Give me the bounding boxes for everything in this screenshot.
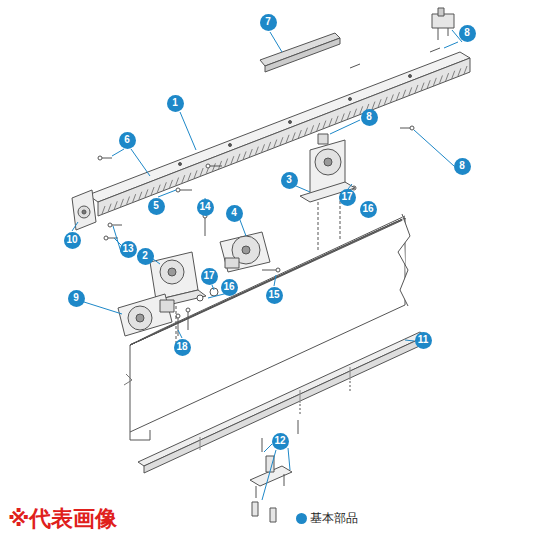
callout-text: 4 [231,208,237,218]
callout-text: 1 [172,98,178,108]
roller-hanger [118,294,174,336]
bottom-guide-rail [138,332,426,473]
callout-text: 5 [153,201,159,211]
legend-swatch [296,513,307,524]
callout-text: 11 [418,335,429,345]
callout-text: 10 [66,235,77,245]
callout-text: 17 [203,271,214,281]
callout-text: 2 [142,251,148,261]
callout-number: 15 [266,287,283,304]
callout-number: 7 [260,14,277,31]
callout-number: 14 [197,199,214,216]
leader-lines [72,30,462,500]
callout-text: 3 [286,175,292,185]
callout-number: 17 [201,268,218,285]
callout-number: 3 [281,172,298,189]
callout-number: 17 [339,189,356,206]
callout-text: 15 [268,290,279,300]
top-rail [88,52,470,216]
callout-text: 7 [265,17,271,27]
callout-text: 17 [341,192,352,202]
legend-text: 基本部品 [310,510,358,527]
callout-text: 8 [464,28,470,38]
floor-guide [250,420,298,522]
callout-text: 14 [199,202,210,212]
callout-text: 16 [362,204,373,214]
end-bracket [72,190,96,230]
legend-entry: 基本部品 [296,510,358,527]
callout-text: 16 [223,282,234,292]
callout-number: 8 [454,158,471,175]
rail-insert [260,33,340,66]
callout-number: 1 [167,95,184,112]
callout-text: 6 [124,135,130,145]
callout-number: 16 [360,201,377,218]
callout-text: 8 [459,161,465,171]
callout-number: 5 [148,198,165,215]
callout-number: 18 [174,339,191,356]
callout-text: 12 [274,436,285,446]
callout-number: 8 [459,25,476,42]
callout-number: 2 [137,248,154,265]
callout-text: 13 [122,244,133,254]
screws [98,64,414,336]
roller-hanger [220,232,270,272]
callout-number: 8 [361,109,378,126]
callout-text: 9 [73,293,79,303]
callout-number: 6 [119,132,136,149]
callout-number: 16 [221,279,238,296]
callout-text: 18 [176,342,187,352]
note-text: ※代表画像 [8,504,117,534]
callout-number: 12 [272,433,289,450]
roller-hanger [150,252,218,350]
callout-number: 11 [415,332,432,349]
callout-number: 9 [68,290,85,307]
roller-hanger [300,134,355,250]
callout-number: 4 [226,205,243,222]
callout-text: 8 [366,112,372,122]
callout-number: 13 [120,241,137,258]
callout-number: 10 [64,232,81,249]
